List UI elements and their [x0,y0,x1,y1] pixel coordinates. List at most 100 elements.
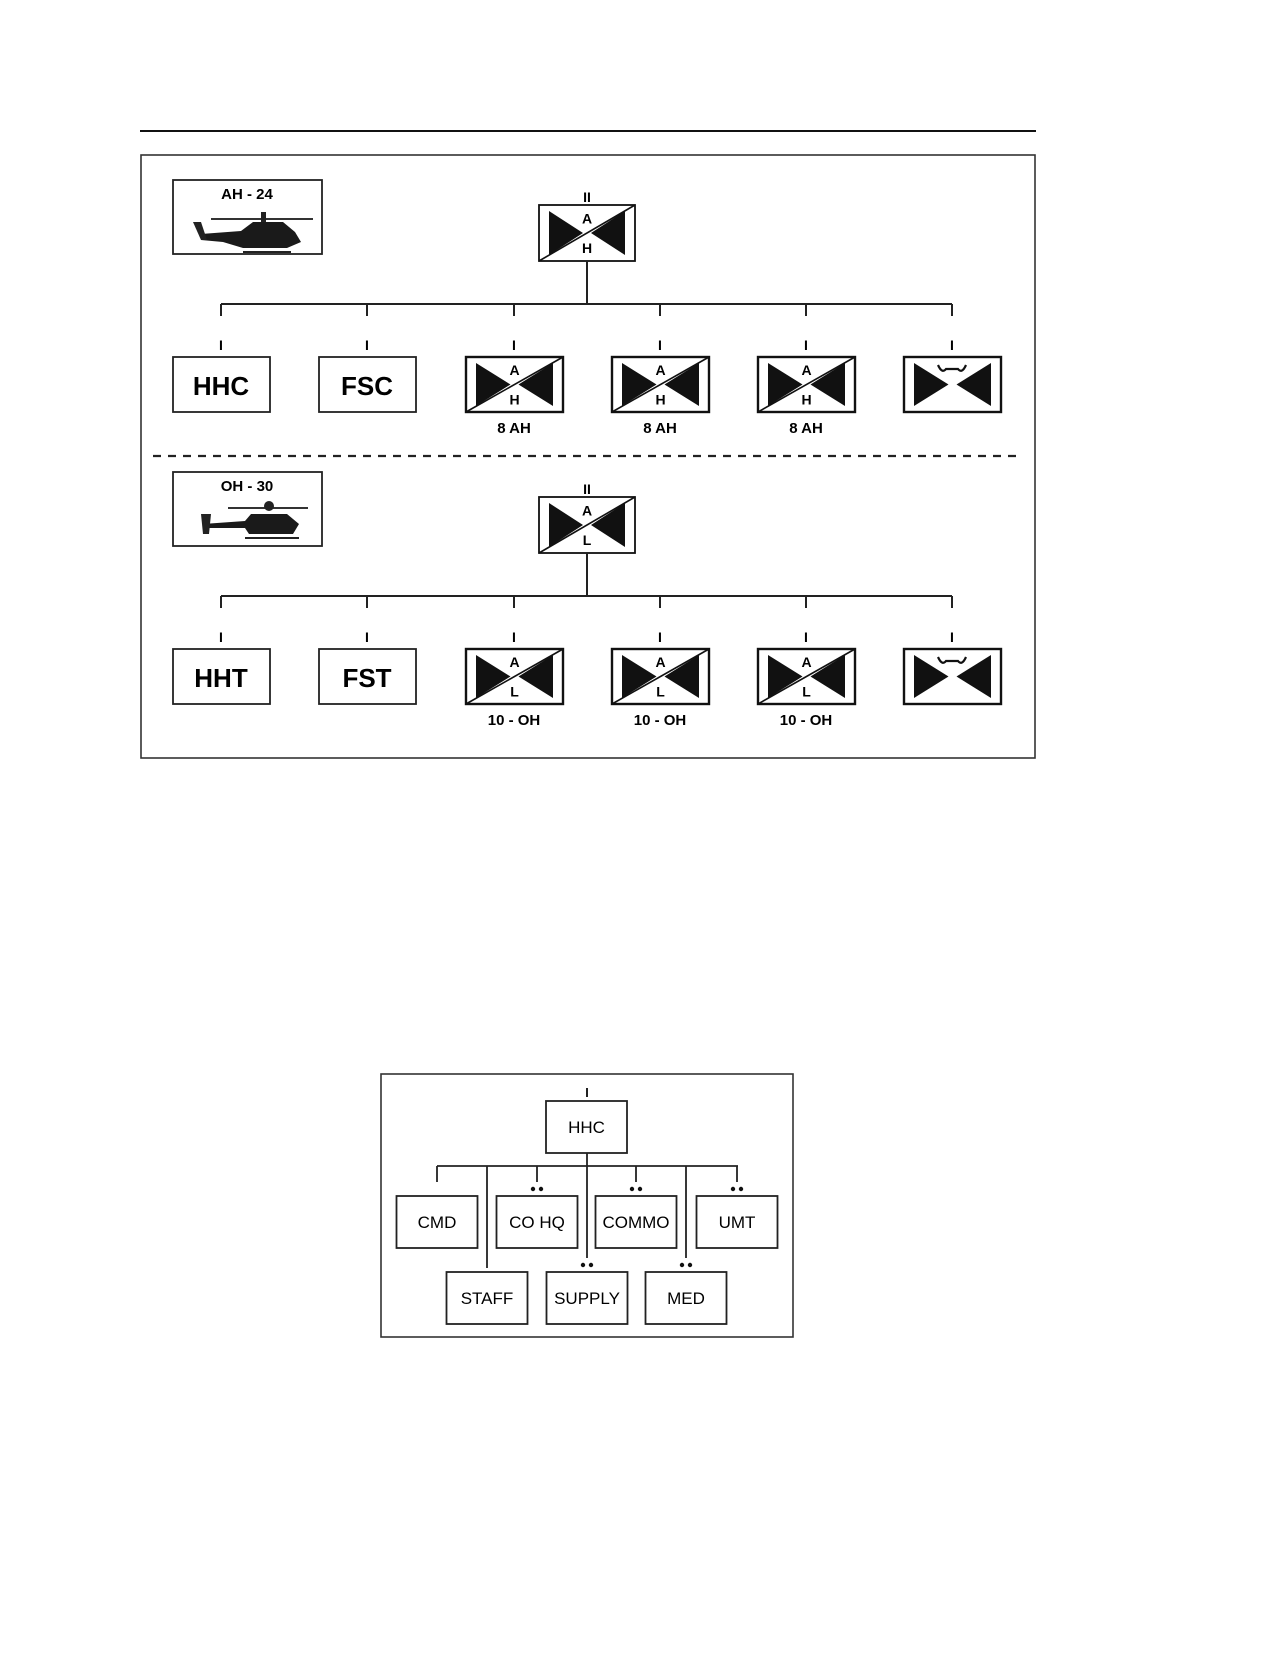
org-box-label: SUPPLY [554,1289,620,1308]
fuselage [201,222,301,248]
bowtie-left [622,655,657,698]
figure1-frame [140,154,1036,759]
unit-box [172,648,271,705]
org-box [495,1195,579,1249]
company-caption: 10 - OH [780,712,833,729]
symbol-letter-bottom: L [802,683,811,699]
symbol-letter-top: A [509,654,519,670]
unit-echelon: I [950,629,954,645]
aviation-company-symbol: AH [756,355,857,414]
attack-helicopter-icon [193,212,313,253]
unit-echelon: I [658,337,662,353]
unit-echelon: I [219,337,223,353]
aviation-company-symbol: AH [464,355,565,414]
bowtie-right [591,211,625,255]
org-bottom-med: MED [644,1271,728,1325]
unit-label: FSC [341,371,393,401]
org-box-label: HHC [568,1118,605,1137]
symbol-letter-bottom: H [801,391,811,407]
org-box-label: UMT [719,1213,756,1232]
unit-box [172,356,271,413]
team-dot [687,1262,693,1268]
symbol-letter-bottom: L [510,683,519,699]
unit-fst: FST [318,648,417,705]
org-box [594,1195,678,1249]
bowtie-right [810,363,845,406]
diagonal-slash [538,496,636,554]
unit-echelon: I [950,337,954,353]
bowtie-left [549,211,583,255]
diagonal-slash [611,356,710,413]
org-box-label: CMD [418,1213,457,1232]
company-caption: 8 AH [789,420,823,437]
bowtie-left [476,363,511,406]
bowtie-left [768,655,803,698]
diagonal-slash [465,648,564,705]
unit-echelon: I [804,629,808,645]
wrench-icon [936,656,968,664]
team-dot [629,1186,635,1192]
hq-echelon: II [583,189,591,205]
symbol-letter-top: A [655,362,665,378]
bowtie-right [664,655,699,698]
unit-box [318,648,417,705]
unit-label: HHC [193,371,250,401]
company-caption: 8 AH [643,420,677,437]
wrench-icon [936,364,968,372]
org-box [644,1271,728,1325]
symbol-letter-bottom: H [509,391,519,407]
diagonal-slash [611,648,710,705]
team-dot [530,1186,536,1192]
rotor-mast [261,212,266,222]
team-dot [730,1186,736,1192]
team-dot [588,1262,594,1268]
hq-symbol: AL [538,496,636,554]
bowtie-left [622,363,657,406]
aviation-company-symbol: AL [756,647,857,706]
symbol-letter-bottom: H [655,391,665,407]
unit-hhc: HHC [172,356,271,413]
team-dot [637,1186,643,1192]
unit-echelon: I [512,337,516,353]
team-dot [580,1262,586,1268]
tail-fin [193,222,207,240]
org-top-co-hq: CO HQ [495,1195,579,1249]
scout-helicopter-icon [201,501,308,539]
bowtie-left [914,655,949,698]
company-caption: 8 AH [497,420,531,437]
diagonal-slash [465,356,564,413]
symbol-letter-top: A [509,362,519,378]
maintenance-symbol [902,355,1003,414]
symbol-letter-top: A [582,210,592,226]
bowtie-right [664,363,699,406]
fuselage [203,514,299,534]
bowtie-right [956,655,991,698]
bowtie-right [956,363,991,406]
bowtie-right [810,655,845,698]
bowtie-left [476,655,511,698]
org-box-label: COMMO [602,1213,669,1232]
org-root-hhc: HHC [545,1100,628,1154]
bowtie-right [518,655,553,698]
unit-box [318,356,417,413]
company-caption: 10 - OH [488,712,541,729]
symbol-letter-top: A [801,362,811,378]
aviation-company-symbol: AL [610,647,711,706]
unit-echelon: I [365,337,369,353]
maintenance-symbol [902,647,1003,706]
team-dot [738,1186,744,1192]
unit-fsc: FSC [318,356,417,413]
bowtie-left [768,363,803,406]
mast-sight [264,501,274,511]
symbol-letter-bottom: H [582,240,592,256]
unit-echelon: I [219,629,223,645]
team-dot [538,1186,544,1192]
diagonal-slash [757,648,856,705]
org-top-cmd: CMD [395,1195,479,1249]
symbol-letter-bottom: L [656,683,665,699]
